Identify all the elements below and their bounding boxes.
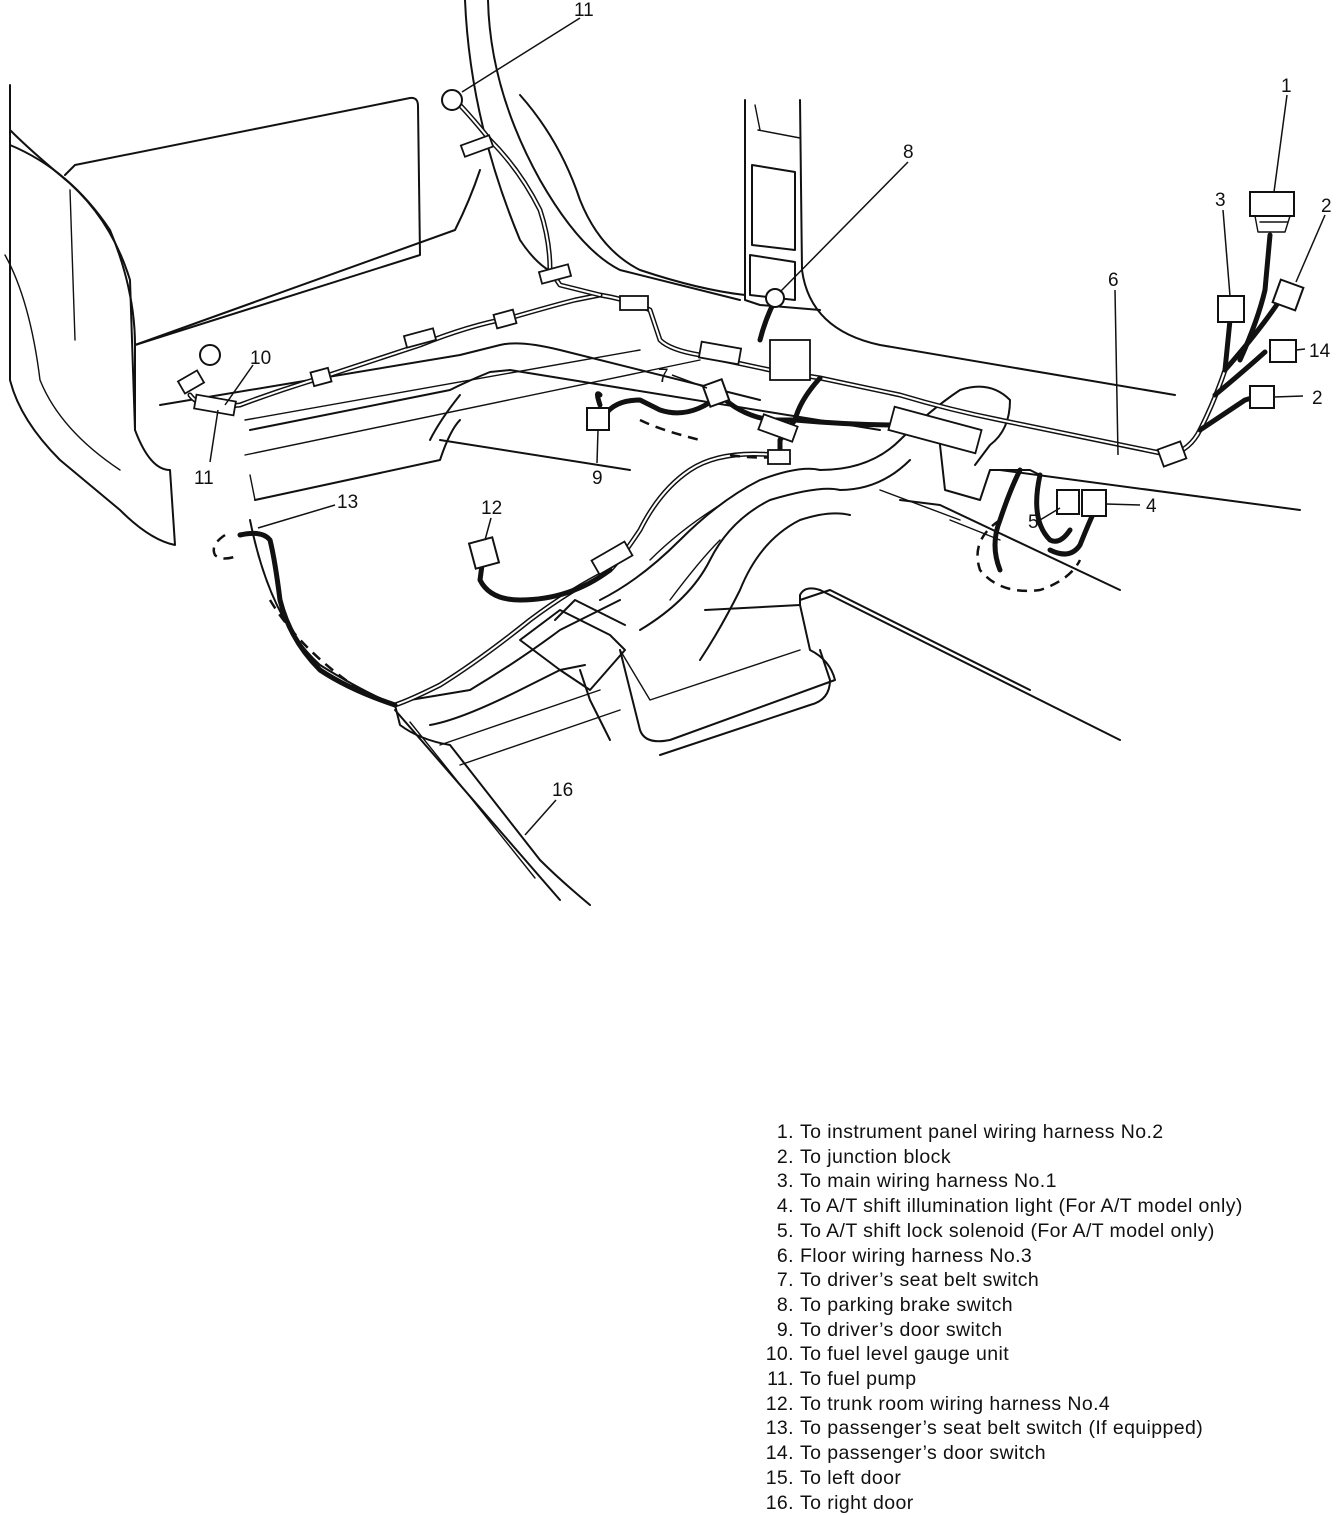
legend-item: 5.To A/T shift lock solenoid (For A/T mo…: [776, 1219, 1215, 1242]
legend-item: 11.To fuel pump: [767, 1368, 917, 1391]
callout-14: 13: [337, 492, 358, 513]
legend-item: 1.To instrument panel wiring harness No.…: [776, 1121, 1164, 1143]
leader-lines: [209, 17, 1326, 836]
callout-1: 1: [1281, 76, 1292, 97]
callout-4: 4: [1146, 496, 1157, 517]
callout-11: 11: [194, 468, 214, 489]
callout-15: 14: [1309, 341, 1331, 362]
callout-2: 2: [1321, 196, 1332, 217]
callout-5: 5: [1028, 512, 1039, 533]
legend-item: 8.To parking brake switch: [776, 1293, 1013, 1316]
connector-7: [701, 377, 731, 409]
legend-item: 14.To passenger’s door switch: [765, 1442, 1046, 1465]
connector-13: [467, 536, 501, 570]
callout-9: 8: [903, 142, 914, 163]
connector-12: [441, 89, 463, 111]
callout-7: 7: [658, 366, 669, 387]
connector-2b: [1249, 385, 1275, 409]
callout-13: 12: [481, 498, 502, 519]
legend: 1.To instrument panel wiring harness No.…: [752, 1120, 1337, 1515]
connector-15: [1269, 339, 1297, 363]
connector-10: [199, 344, 221, 366]
legend-item: 2.To junction block: [776, 1145, 951, 1168]
connector-4: [1081, 489, 1107, 517]
callout-12: 11: [574, 0, 594, 21]
connector-2a: [1271, 278, 1305, 312]
legend-item: 16.To right door: [765, 1491, 914, 1514]
legend-item: 6.Floor wiring harness No.3: [776, 1244, 1033, 1267]
legend-item: 9.To driver’s door switch: [776, 1318, 1003, 1341]
vehicle-body-outline: [4, 0, 1301, 906]
connector-1: [1249, 191, 1295, 217]
callout-10: 10: [250, 348, 271, 369]
callout-2b: 2: [1312, 388, 1323, 409]
callout-3: 3: [1215, 190, 1226, 211]
legend-item: 7.To driver’s seat belt switch: [776, 1269, 1040, 1292]
connector-3: [1217, 295, 1245, 323]
connector-9: [765, 288, 785, 308]
callout-6: 6: [1108, 270, 1119, 291]
legend-item: 4.To A/T shift illumination light (For A…: [776, 1195, 1243, 1218]
legend-item: 3.To main wiring harness No.1: [776, 1170, 1057, 1193]
legend-item: 10.To fuel level gauge unit: [765, 1343, 1010, 1366]
legend-item: 12.To trunk room wiring harness No.4: [765, 1392, 1111, 1415]
callout-labels: 11 1 8 3 2 6 14 10 7 2 9 11 13 12 4 5 16: [194, 0, 1332, 801]
callout-16: 16: [552, 780, 573, 801]
legend-item: 15.To left door: [765, 1466, 902, 1489]
wiring-harness-diagram: 11 1 8 3 2 6 14 10 7 2 9 11 13 12 4 5 16: [4, 0, 1332, 906]
callout-8: 9: [592, 468, 603, 489]
connector-8: [586, 407, 610, 431]
connector-5: [1056, 489, 1080, 515]
legend-item: 13.To passenger’s seat belt switch (If e…: [765, 1417, 1204, 1440]
harness-clips: [176, 134, 1188, 576]
connectors: [199, 89, 1305, 570]
